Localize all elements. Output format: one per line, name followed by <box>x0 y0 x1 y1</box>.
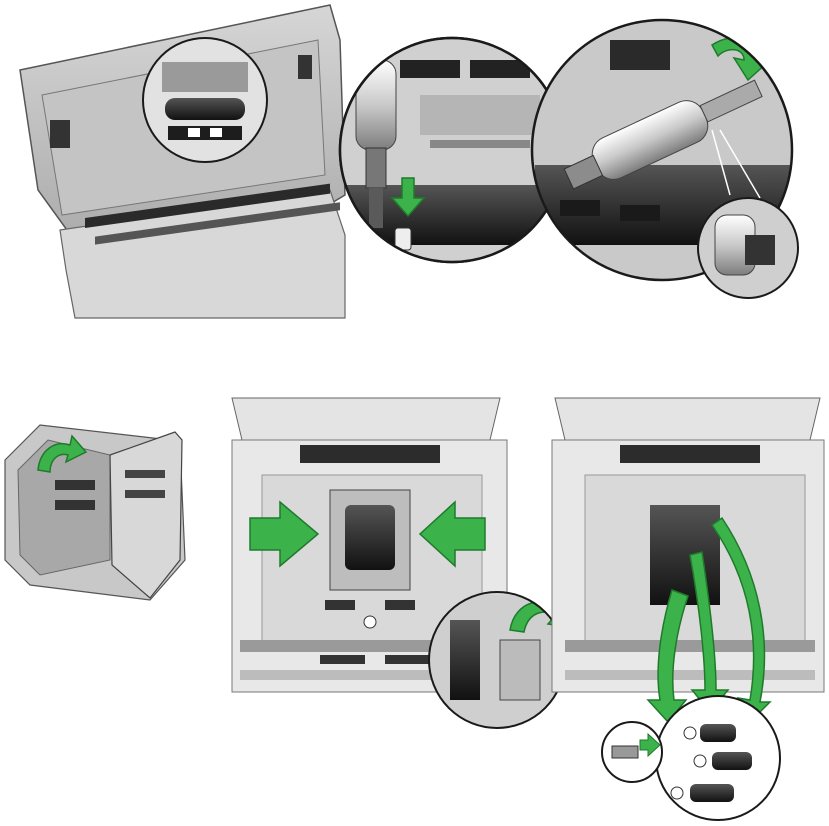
side-latch-left <box>50 120 70 148</box>
label-icon-b <box>210 128 222 137</box>
roller-cavity <box>650 505 720 605</box>
panel-top-left <box>20 5 345 318</box>
input-tray <box>232 398 500 440</box>
roller-icon <box>345 505 395 570</box>
roller-shaft <box>430 140 530 148</box>
panel-bottom-middle <box>232 398 572 735</box>
side-latch-right <box>298 55 312 79</box>
roller-mount <box>162 62 248 92</box>
roller-label-strip <box>168 126 242 140</box>
roller-icon <box>356 60 396 150</box>
roller-icon <box>165 98 245 120</box>
slot-c <box>610 40 670 70</box>
input-tray-2 <box>555 398 820 440</box>
roller-icon <box>690 784 734 802</box>
panel-bottom-right <box>552 398 824 820</box>
roller-icon <box>700 724 736 742</box>
panel-bottom-left <box>5 425 185 600</box>
panel-top-right <box>530 20 798 298</box>
label-icon-a <box>188 128 200 137</box>
slot-a <box>400 60 460 78</box>
roller-icon <box>712 752 752 770</box>
top-slot <box>300 445 440 463</box>
